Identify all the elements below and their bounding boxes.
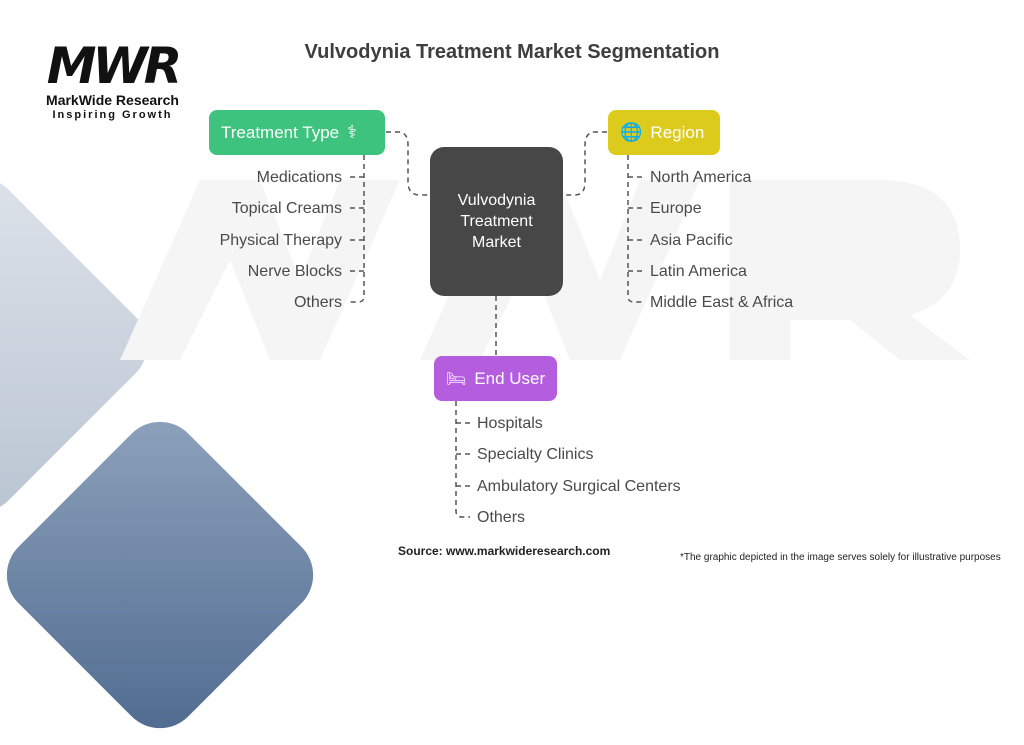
logo: MWR MarkWide Research Inspiring Growth xyxy=(35,40,190,122)
list-item: Physical Therapy xyxy=(219,232,342,249)
logo-name: MarkWide Research xyxy=(46,92,179,108)
list-item: Hospitals xyxy=(477,415,543,432)
list-item: Specialty Clinics xyxy=(477,446,594,463)
category-region: 🌐 Region xyxy=(608,110,720,155)
list-item: Latin America xyxy=(650,263,747,280)
category-label: End User xyxy=(474,368,546,388)
center-label: Vulvodynia Treatment Market xyxy=(457,192,536,251)
list-item: North America xyxy=(650,169,752,186)
category-treatment-type: Treatment Type ⚕ xyxy=(209,110,385,155)
page-title: Vulvodynia Treatment Market Segmentation xyxy=(304,41,720,63)
list-item: Ambulatory Surgical Centers xyxy=(477,478,681,495)
hospital-bed-icon: 🛏 xyxy=(446,370,467,388)
list-item: Medications xyxy=(256,169,342,186)
person-pill-icon: ⚕ xyxy=(347,122,357,142)
list-item: Others xyxy=(293,294,342,311)
logo-tagline: Inspiring Growth xyxy=(52,109,173,121)
list-item: Nerve Blocks xyxy=(247,263,342,280)
list-item: Others xyxy=(477,509,526,526)
category-label: Region xyxy=(650,122,705,142)
center-node: Vulvodynia Treatment Market xyxy=(430,147,563,296)
connector-lines xyxy=(350,131,642,518)
list-item: Topical Creams xyxy=(231,200,342,217)
category-label: Treatment Type xyxy=(221,122,340,142)
list-item: Middle East & Africa xyxy=(650,294,794,311)
list-item: Asia Pacific xyxy=(650,232,733,249)
logo-mark: MWR xyxy=(46,40,182,92)
globe-icon: 🌐 xyxy=(620,122,643,142)
list-item: Europe xyxy=(650,200,702,217)
category-end-user: 🛏 End User xyxy=(434,356,557,401)
source-text: Source: www.markwideresearch.com xyxy=(398,544,611,558)
disclaimer-text: *The graphic depicted in the image serve… xyxy=(680,552,1001,563)
